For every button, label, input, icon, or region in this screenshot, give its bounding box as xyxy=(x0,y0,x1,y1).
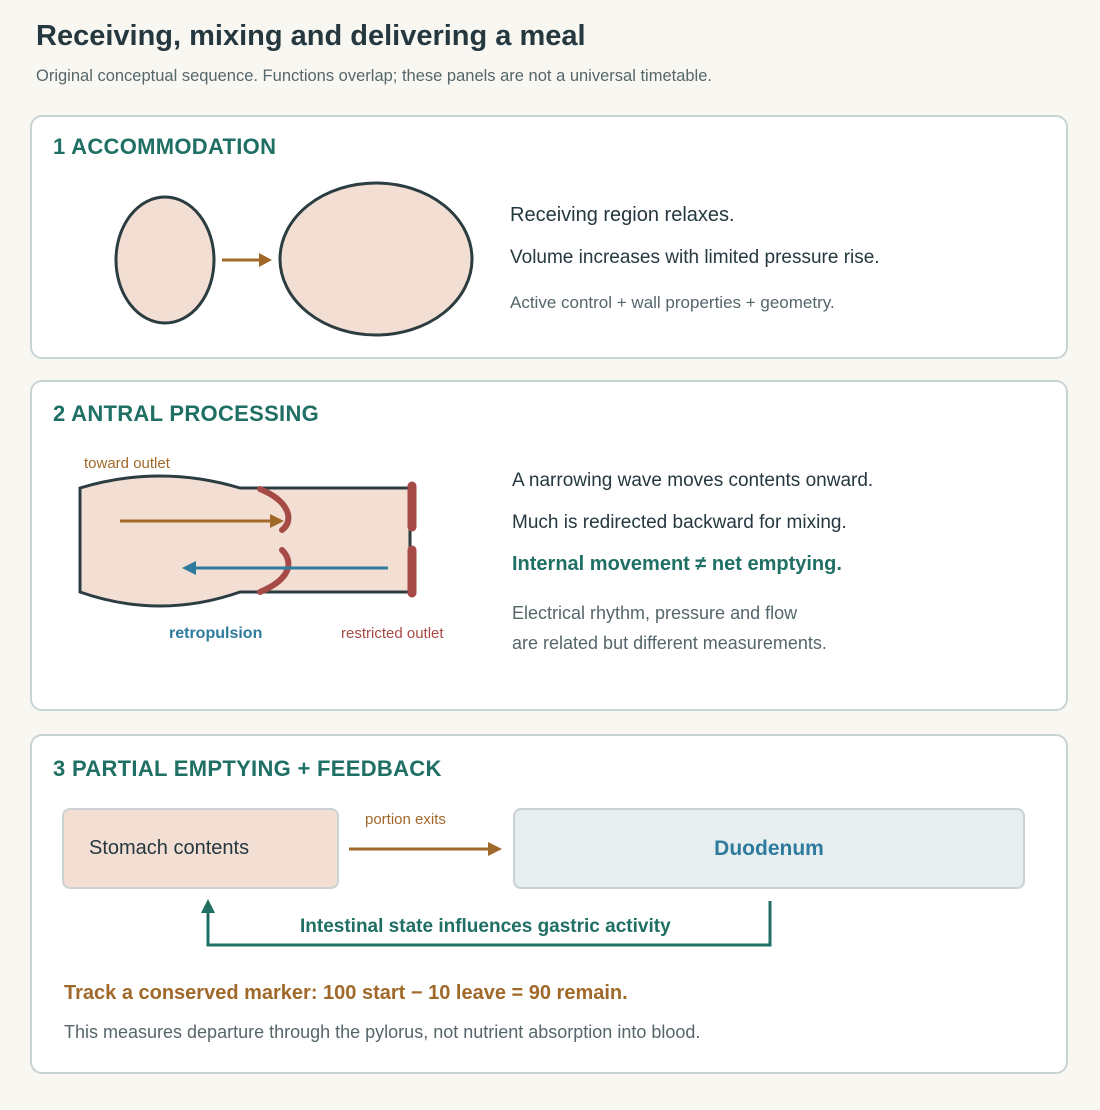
duodenum-box: Duodenum xyxy=(513,808,1025,889)
marker-calculation: Track a conserved marker: 100 start − 10… xyxy=(64,982,628,1004)
panel-title-emptying: 3 PARTIAL EMPTYING + FEEDBACK xyxy=(53,756,442,781)
feedback-path xyxy=(206,901,772,947)
toward-outlet-arrowhead xyxy=(270,514,284,528)
accommodation-line-1: Receiving region relaxes. xyxy=(510,204,735,226)
expansion-arrowhead xyxy=(259,253,272,267)
portion-exits-arrowhead xyxy=(488,842,502,856)
antrum-shape xyxy=(78,474,412,608)
stomach-contents-label: Stomach contents xyxy=(89,837,250,859)
antral-line-1: A narrowing wave moves contents onward. xyxy=(512,470,874,491)
large-stomach-shape xyxy=(278,181,474,337)
retropulsion-arrowhead xyxy=(182,561,196,575)
panel-partial-emptying: 3 PARTIAL EMPTYING + FEEDBACK Stomach co… xyxy=(30,734,1068,1074)
panel-antral-processing: 2 ANTRAL PROCESSING toward outlet retrop… xyxy=(30,380,1068,711)
accommodation-line-2: Volume increases with limited pressure r… xyxy=(510,247,880,268)
antral-note-2: are related but different measurements. xyxy=(512,633,827,653)
emptying-diagram xyxy=(201,842,772,947)
antral-diagram xyxy=(78,474,417,608)
small-stomach-shape xyxy=(114,195,216,325)
feedback-arrowhead xyxy=(201,899,215,913)
panel-accommodation: 1 ACCOMMODATION Receiving region relaxes… xyxy=(30,115,1068,359)
antral-note-1: Electrical rhythm, pressure and flow xyxy=(512,603,798,623)
contraction-wave-upper xyxy=(257,486,292,533)
emptying-note: This measures departure through the pylo… xyxy=(64,1022,701,1042)
stomach-contents-box: Stomach contents xyxy=(62,808,339,889)
accommodation-note: Active control + wall properties + geome… xyxy=(510,293,835,312)
label-toward-outlet: toward outlet xyxy=(84,455,170,472)
label-portion-exits: portion exits xyxy=(365,811,446,828)
accommodation-diagram xyxy=(114,181,474,337)
antral-key-message: Internal movement ≠ net emptying. xyxy=(512,553,842,575)
label-restricted-outlet: restricted outlet xyxy=(341,625,444,642)
antral-line-2: Much is redirected backward for mixing. xyxy=(512,512,847,533)
duodenum-label: Duodenum xyxy=(714,836,824,860)
page-subtitle: Original conceptual sequence. Functions … xyxy=(36,67,712,85)
panel-title-accommodation: 1 ACCOMMODATION xyxy=(53,134,277,159)
feedback-label: Intestinal state influences gastric acti… xyxy=(300,916,671,937)
label-retropulsion: retropulsion xyxy=(169,625,263,642)
panel-title-antral: 2 ANTRAL PROCESSING xyxy=(53,401,320,426)
page-title: Receiving, mixing and delivering a meal xyxy=(36,20,586,52)
